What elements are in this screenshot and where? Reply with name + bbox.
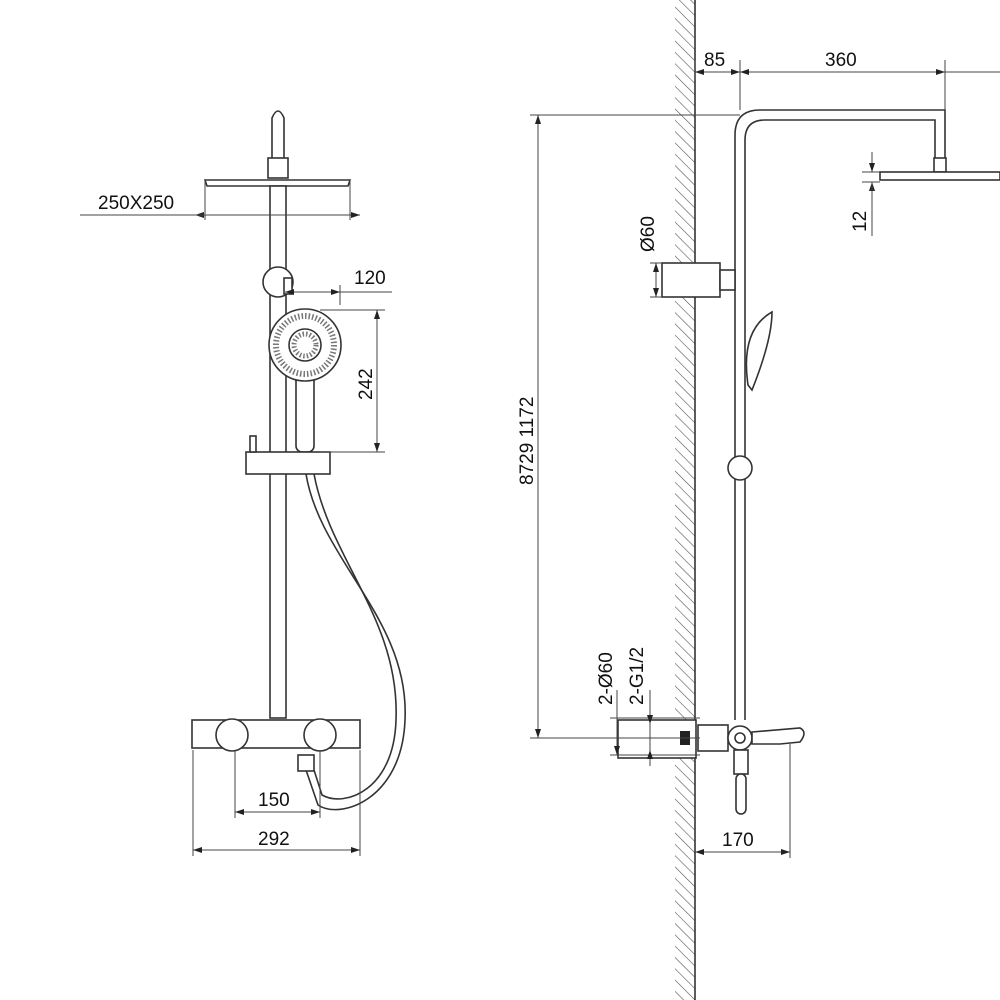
head-connector-side (933, 157, 947, 173)
dim-head-size: 250X250 (98, 193, 174, 214)
dim-height-range: 8729 1172 (517, 397, 538, 485)
left-knob (215, 718, 249, 752)
handshower-side (745, 310, 773, 392)
mixer-body-side (697, 724, 729, 752)
rain-head-side (879, 171, 1000, 181)
wall-hatch (675, 0, 695, 1000)
slider (245, 451, 331, 475)
outlet-side (733, 749, 749, 775)
dim-head-thickness: 12 (850, 211, 871, 232)
dim-arm-length: 360 (825, 50, 857, 71)
top-finial (271, 110, 285, 161)
right-knob (303, 718, 337, 752)
dim-mixer-width: 292 (258, 829, 290, 850)
handshower-handle (295, 369, 315, 453)
bracket-arm (719, 269, 736, 291)
dim-wall-offset: 85 (704, 50, 725, 71)
slider-knob (249, 435, 257, 453)
dim-escutcheon: 2-Ø60 (596, 652, 617, 705)
slider-side (727, 455, 753, 481)
hose-outlet (297, 754, 315, 772)
dim-inlet-spacing: 150 (258, 790, 290, 811)
riser-and-arm (734, 109, 946, 720)
dim-spout-projection: 170 (722, 830, 754, 851)
spout-side (751, 727, 805, 745)
dim-bracket-diameter: Ø60 (638, 216, 659, 252)
dim-thread: 2-G1/2 (627, 647, 648, 705)
side-view: 85 360 12 Ø60 8729 1172 2-Ø60 2-G1/2 170 (517, 0, 1000, 1000)
handshower-head (268, 308, 342, 382)
front-view: 250X250 120 242 150 292 (80, 110, 406, 856)
wall-bracket-side (661, 262, 721, 298)
hose (305, 473, 406, 811)
outlet-pipe (735, 773, 747, 815)
valve-side (727, 725, 753, 751)
rain-head (203, 179, 352, 187)
dim-handshower-length: 242 (356, 368, 377, 400)
head-connector (267, 157, 289, 179)
dim-bracket-offset: 120 (354, 268, 386, 289)
